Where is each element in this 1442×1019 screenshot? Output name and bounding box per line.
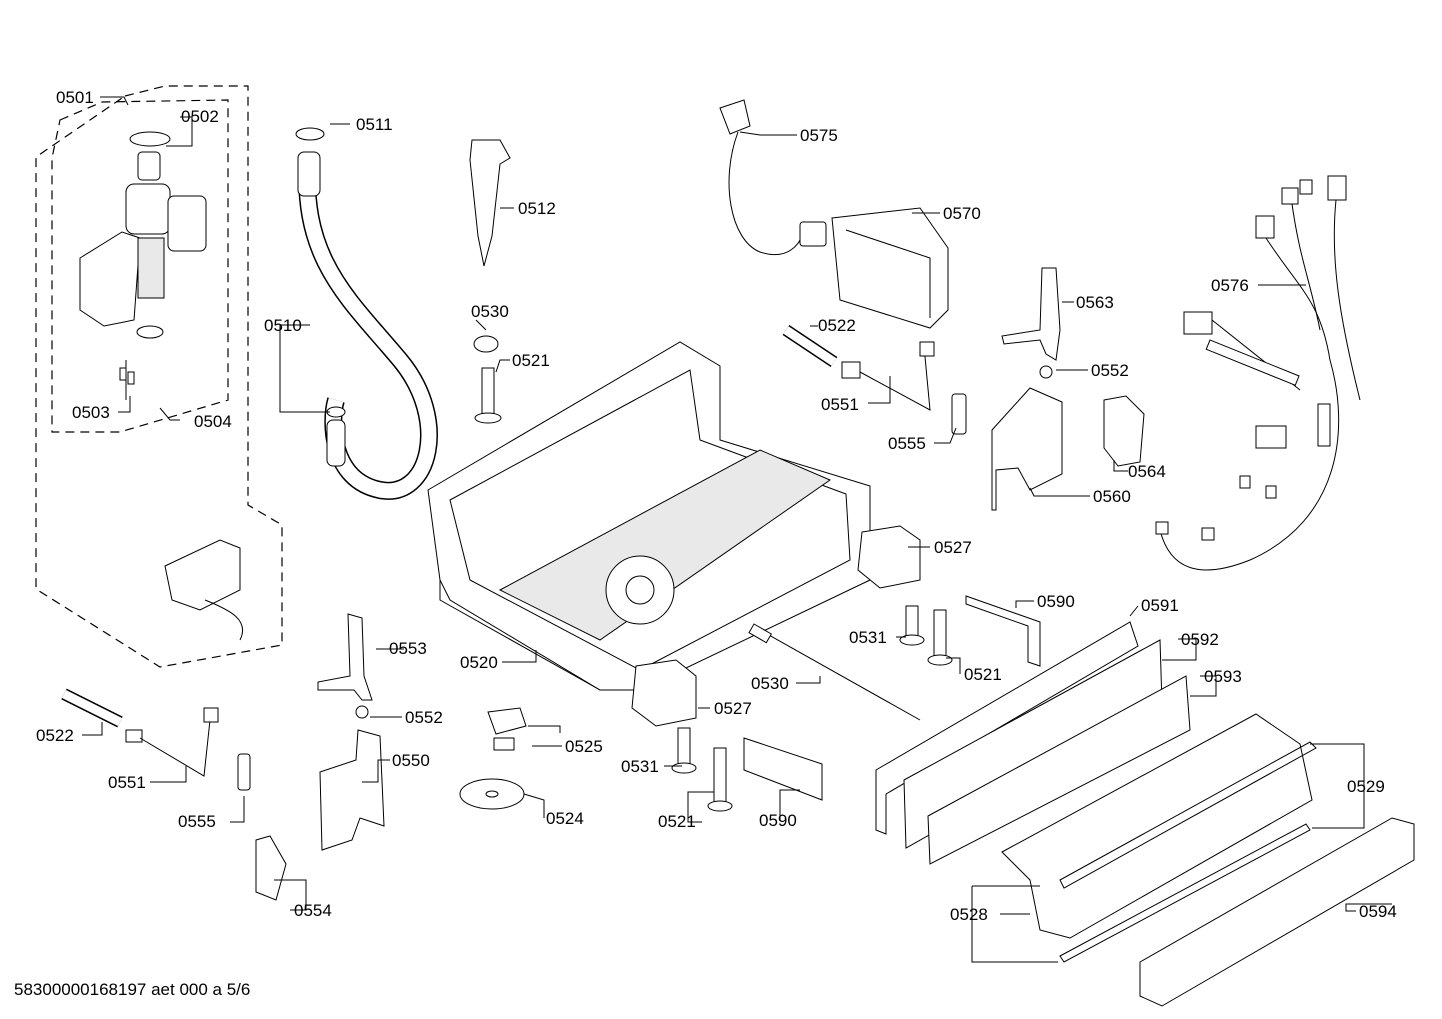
- grille-0590-right: [965, 595, 1041, 667]
- label-0503: 0503: [72, 403, 110, 422]
- grille-0590-left: [743, 737, 823, 801]
- label-0527-left: 0527: [714, 699, 752, 718]
- label-0555-right: 0555: [888, 434, 926, 453]
- inlet-valve-group: [35, 85, 283, 668]
- screws-right: [899, 605, 953, 666]
- label-0552-right: 0552: [1091, 361, 1129, 380]
- bracket-0560: [991, 387, 1063, 511]
- leader-lines: [82, 96, 1392, 963]
- label-0530-upper: 0530: [471, 302, 509, 321]
- label-0554: 0554: [294, 901, 332, 920]
- label-0520: 0520: [460, 653, 498, 672]
- bracket-0512: [469, 139, 511, 267]
- clip-0555-left: [237, 753, 251, 791]
- label-0524: 0524: [546, 809, 584, 828]
- label-0555-left: 0555: [178, 812, 216, 831]
- bracket-0550: [319, 729, 385, 851]
- label-0522-right: 0522: [818, 316, 856, 335]
- adjusting-screw-upper: [473, 335, 502, 424]
- cable-0530: [759, 629, 921, 721]
- bracket-0554: [255, 835, 287, 901]
- label-0525: 0525: [565, 737, 603, 756]
- clip-0555: [951, 393, 967, 435]
- part-0525: [487, 707, 527, 735]
- label-0531-left: 0531: [621, 757, 659, 776]
- label-0576: 0576: [1211, 276, 1249, 295]
- label-0504: 0504: [194, 412, 232, 431]
- drain-hose: [295, 127, 438, 500]
- label-0553: 0553: [389, 639, 427, 658]
- label-0502: 0502: [181, 107, 219, 126]
- label-0529: 0529: [1347, 777, 1385, 796]
- label-0527-right: 0527: [934, 538, 972, 557]
- label-0521-right: 0521: [964, 665, 1002, 684]
- foot-0527-left: [631, 659, 697, 727]
- disc-0524: [459, 778, 525, 810]
- foot-0527-right: [857, 525, 921, 589]
- label-0531-right: 0531: [849, 628, 887, 647]
- label-0594: 0594: [1359, 902, 1397, 921]
- label-0512: 0512: [518, 199, 556, 218]
- label-0530-lower: 0530: [751, 674, 789, 693]
- label-0550: 0550: [392, 751, 430, 770]
- label-0590-left: 0590: [759, 811, 797, 830]
- bracket-0563: [1001, 267, 1061, 361]
- power-cord: [719, 99, 827, 255]
- label-0563: 0563: [1076, 293, 1114, 312]
- module-0570: [831, 207, 949, 329]
- label-0593: 0593: [1204, 667, 1242, 686]
- label-0552-left: 0552: [405, 708, 443, 727]
- label-0575: 0575: [800, 126, 838, 145]
- strip-0594: [1139, 817, 1415, 1007]
- label-0551-right: 0551: [821, 395, 859, 414]
- sensor-0551-left: [125, 729, 143, 743]
- plate-0591: [875, 621, 1139, 835]
- label-0570: 0570: [943, 204, 981, 223]
- sensor-0551: [841, 361, 861, 379]
- base-frame: [427, 341, 871, 691]
- label-0590-right: 0590: [1037, 592, 1075, 611]
- label-0511: 0511: [356, 115, 393, 134]
- wire-harness: [1155, 175, 1361, 571]
- label-0592: 0592: [1181, 630, 1219, 649]
- label-0564: 0564: [1128, 462, 1166, 481]
- document-id-footer: 58300000168197 aet 000 a 5/6: [14, 980, 251, 999]
- plate-0593: [927, 675, 1191, 865]
- label-0522-left: 0522: [36, 726, 74, 745]
- label-0591: 0591: [1141, 596, 1179, 615]
- label-0560: 0560: [1093, 487, 1131, 506]
- screws-middle: [671, 727, 733, 812]
- label-0510: 0510: [264, 316, 302, 335]
- label-0551-left: 0551: [108, 773, 146, 792]
- bracket-0553: [317, 613, 373, 701]
- label-0528: 0528: [950, 905, 988, 924]
- label-0521-lower: 0521: [658, 812, 696, 831]
- label-0501: 0501: [56, 88, 94, 107]
- label-0521-upper: 0521: [512, 351, 550, 370]
- terminal-0564: [1103, 395, 1145, 467]
- part-labels: 0501 0502 0503 0504 0510 0511 0512 0530 …: [36, 88, 1397, 924]
